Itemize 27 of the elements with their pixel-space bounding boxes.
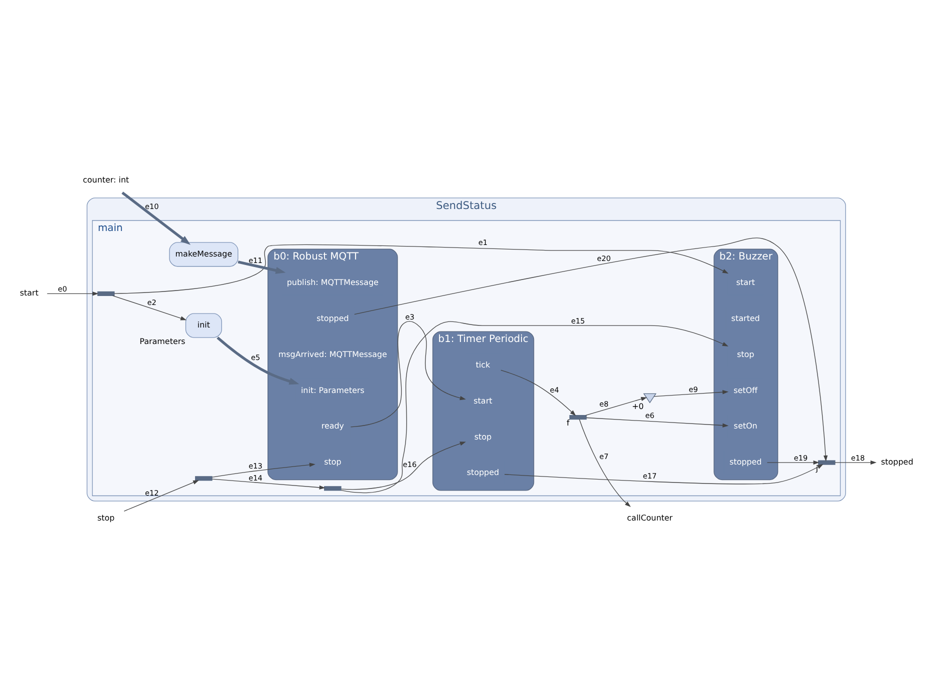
- arrow: [122, 191, 191, 244]
- arrow: [500, 369, 576, 416]
- node-bar: [569, 414, 587, 420]
- node-hourglass: [643, 392, 656, 403]
- arrow: [124, 480, 200, 511]
- arrow: [216, 336, 300, 384]
- arrow: [46, 291, 99, 296]
- arrow: [504, 464, 824, 484]
- arrow: [586, 416, 729, 427]
- node-bar: [324, 486, 342, 490]
- node-bar: [195, 476, 212, 480]
- arrow: [654, 390, 728, 396]
- arrow: [579, 418, 631, 506]
- arrow: [354, 237, 828, 461]
- arrow: [585, 396, 648, 416]
- arrow: [350, 320, 466, 427]
- arrow: [340, 441, 466, 490]
- arrow: [766, 460, 820, 464]
- arrow: [114, 244, 728, 294]
- arrow: [340, 320, 728, 493]
- arrow: [834, 460, 877, 464]
- arrow: [212, 462, 316, 478]
- node-bar: [818, 460, 836, 464]
- arrow: [238, 260, 286, 274]
- node-bar: [97, 290, 115, 296]
- arrow: [212, 478, 326, 490]
- arrow: [112, 294, 187, 320]
